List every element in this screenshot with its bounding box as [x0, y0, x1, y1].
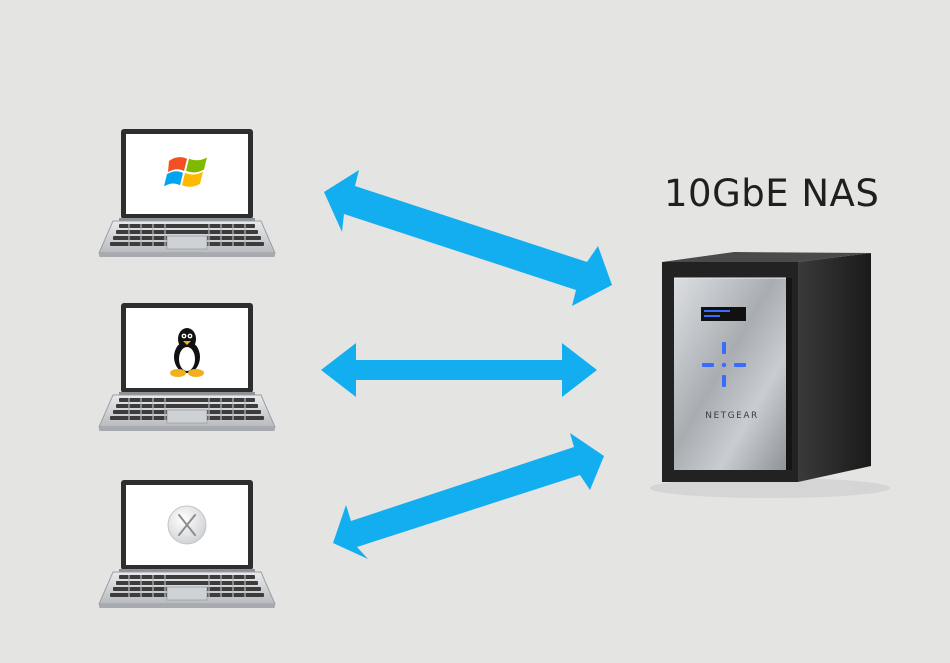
arrow-mac-nas	[333, 433, 604, 559]
nas-brand-label: NETGEAR	[705, 411, 759, 421]
mac-os-x-icon	[168, 506, 206, 544]
arrow-linux-nas	[321, 343, 597, 397]
laptop-linux	[99, 303, 275, 431]
laptop-windows	[99, 129, 275, 257]
laptop-mac	[99, 480, 275, 608]
arrow-windows-nas	[324, 170, 612, 306]
nas-lcd-display	[701, 307, 746, 321]
nas-device: NETGEAR	[650, 252, 890, 498]
